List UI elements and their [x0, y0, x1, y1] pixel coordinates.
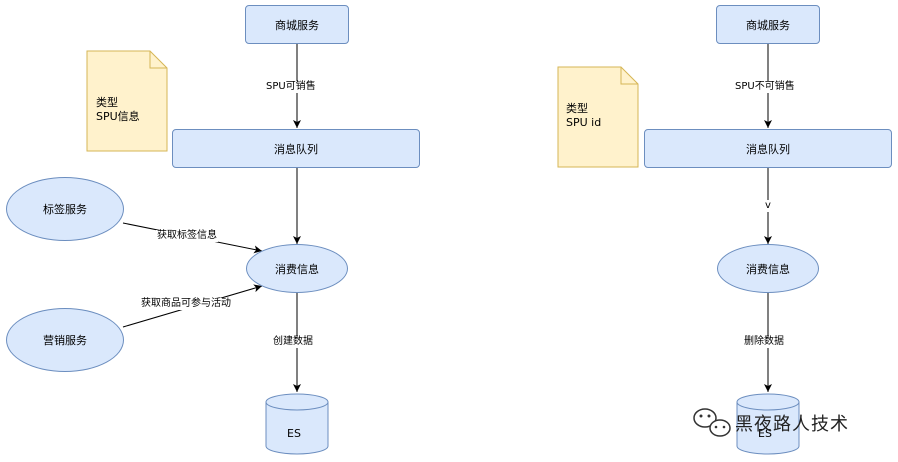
- left-consume-message: 消费信息: [246, 244, 348, 293]
- right-mall-service: 商城服务: [716, 5, 820, 44]
- note-left: [86, 50, 168, 152]
- right-edge-label-delete-data: 删除数据: [743, 336, 785, 348]
- right-consume-message: 消费信息: [717, 244, 819, 293]
- left-note-spu-info: SPU信息: [96, 110, 140, 123]
- right-note-spu-id: SPU id: [566, 116, 602, 129]
- tag-service: 标签服务: [6, 177, 124, 241]
- db-left-cylinder: [265, 393, 329, 455]
- wechat-icon: [693, 408, 731, 437]
- right-note-type: 类型: [566, 102, 588, 115]
- left-mall-service: 商城服务: [245, 5, 349, 44]
- edge-label-get-tag-info: 获取标签信息: [156, 230, 218, 242]
- db-right-cylinder: [736, 393, 800, 455]
- right-edge-label-not-sellable: SPU不可销售: [734, 81, 796, 93]
- edge-label-get-activities: 获取商品可参与活动: [140, 298, 232, 310]
- left-edge-label-sellable: SPU可销售: [265, 81, 317, 93]
- watermark-text: 黑夜路人技术: [735, 414, 849, 435]
- right-message-queue: 消息队列: [644, 129, 892, 168]
- left-note-type: 类型: [96, 96, 118, 109]
- note-right: [557, 66, 639, 168]
- left-db-label: ES: [287, 427, 301, 440]
- right-db-label: ES: [758, 427, 772, 440]
- left-edge-label-create-data: 创建数据: [272, 336, 314, 348]
- marketing-service: 营销服务: [6, 308, 124, 372]
- left-message-queue: 消息队列: [172, 129, 420, 168]
- right-edge-label-v: v: [764, 200, 772, 212]
